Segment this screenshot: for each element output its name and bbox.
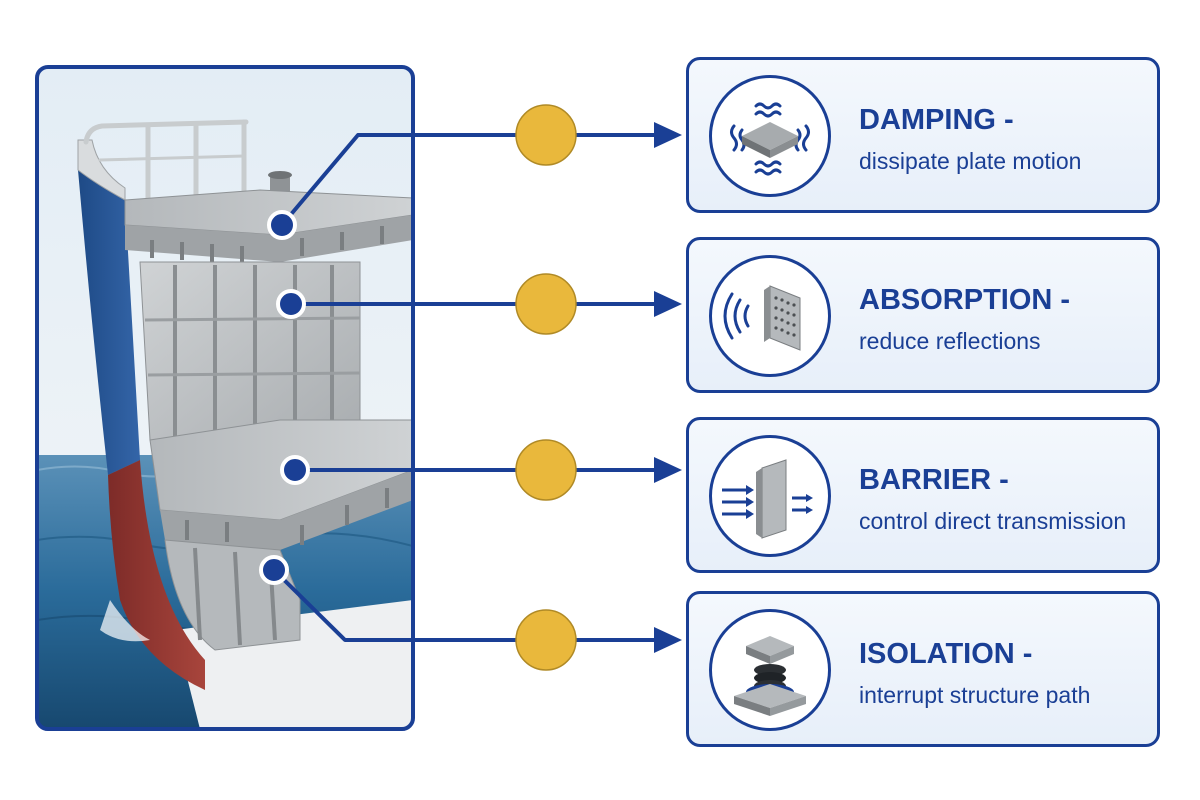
card-barrier: BARRIER - control direct transmission [686,417,1160,573]
card-title: DAMPING - [859,104,1014,136]
card-subtitle: interrupt structure path [859,682,1091,708]
anchor-dot-side-frames [276,289,306,319]
card-damping: DAMPING - dissipate plate motion [686,57,1160,213]
card-absorption: ABSORPTION - reduce reflections [686,237,1160,393]
resilient-mount-icon [709,609,831,731]
card-subtitle: control direct transmission [859,508,1127,534]
ship-cutaway-illustration [37,67,413,729]
yellow-nodes [515,104,577,671]
anchor-dots [259,210,310,585]
deck-railing [83,119,249,203]
hull-upper-blue [78,170,140,475]
node-damping [515,104,577,166]
anchor-dot-lower-deck [280,455,310,485]
arrowhead-damping [654,122,682,148]
node-absorption [515,273,577,335]
card-title: BARRIER - [859,464,1009,496]
anchor-dot-upper-deck [267,210,297,240]
arrowhead-isolation [654,627,682,653]
arrowhead-absorption [654,291,682,317]
arrowheads [654,122,682,653]
card-title: ISOLATION - [859,638,1033,670]
hull-lower-red [108,460,205,690]
anchor-dot-double-bottom [259,555,289,585]
node-barrier [515,439,577,501]
card-title: ABSORPTION - [859,284,1071,316]
card-isolation: ISOLATION - interrupt structure path [686,591,1160,747]
arrowhead-barrier [654,457,682,483]
damping-pad-icon [709,75,831,197]
perforated-panel-icon [709,255,831,377]
illustration-frame [35,65,415,731]
card-subtitle: reduce reflections [859,328,1041,354]
barrier-wall-icon [709,435,831,557]
node-isolation [515,609,577,671]
card-subtitle: dissipate plate motion [859,148,1082,174]
